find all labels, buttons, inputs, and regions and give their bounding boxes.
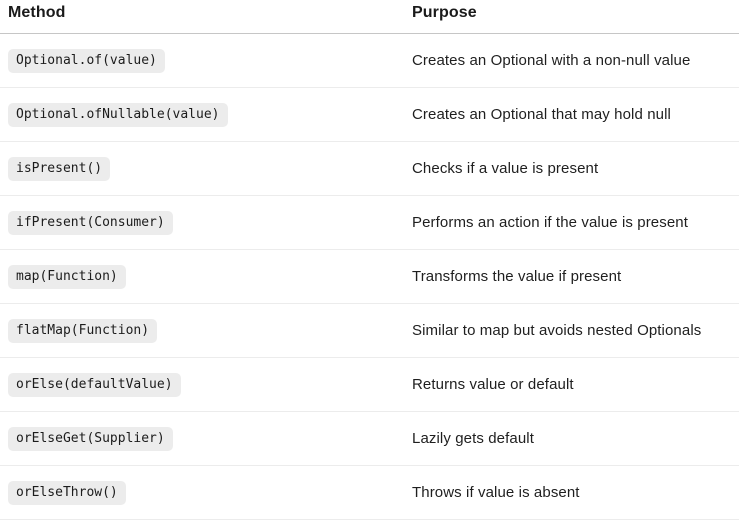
purpose-cell: Performs an action if the value is prese…: [404, 214, 739, 232]
method-cell: map(Function): [0, 264, 404, 289]
purpose-text: Throws if value is absent: [412, 483, 580, 501]
purpose-cell: Creates an Optional that may hold null: [404, 106, 739, 124]
purpose-text: Performs an action if the value is prese…: [412, 213, 689, 231]
optional-methods-table: Method Purpose Optional.of(value) Create…: [0, 0, 739, 520]
method-cell: orElse(defaultValue): [0, 372, 404, 397]
method-code-badge: orElseThrow(): [8, 480, 126, 505]
purpose-text: Creates an Optional that may hold null: [412, 105, 671, 123]
method-cell: flatMap(Function): [0, 318, 404, 343]
method-code-badge: isPresent(): [8, 156, 111, 181]
column-header-purpose: Purpose: [412, 4, 477, 21]
purpose-text: Creates an Optional with a non-null valu…: [412, 51, 691, 69]
purpose-text: Transforms the value if present: [412, 267, 622, 285]
table-row: flatMap(Function) Similar to map but avo…: [0, 304, 739, 358]
method-code-badge: Optional.ofNullable(value): [8, 102, 228, 127]
purpose-text: Checks if a value is present: [412, 159, 599, 177]
purpose-cell: Transforms the value if present: [404, 268, 739, 286]
purpose-text: Returns value or default: [412, 375, 574, 393]
table-row: orElseGet(Supplier) Lazily gets default: [0, 412, 739, 466]
method-code-badge: Optional.of(value): [8, 48, 165, 73]
table-row: map(Function) Transforms the value if pr…: [0, 250, 739, 304]
purpose-text: Similar to map but avoids nested Optiona…: [412, 321, 702, 339]
purpose-cell: Throws if value is absent: [404, 484, 739, 502]
purpose-cell: Lazily gets default: [404, 430, 739, 448]
method-cell: Optional.ofNullable(value): [0, 102, 404, 127]
table-row: Optional.of(value) Creates an Optional w…: [0, 34, 739, 88]
method-code-badge: flatMap(Function): [8, 318, 158, 343]
table-row: Optional.ofNullable(value) Creates an Op…: [0, 88, 739, 142]
purpose-text: Lazily gets default: [412, 429, 534, 447]
table-row: orElse(defaultValue) Returns value or de…: [0, 358, 739, 412]
method-code-badge: orElseGet(Supplier): [8, 426, 173, 451]
purpose-cell: Checks if a value is present: [404, 160, 739, 178]
column-header-method: Method: [8, 4, 66, 21]
method-cell: isPresent(): [0, 156, 404, 181]
table-row: ifPresent(Consumer) Performs an action i…: [0, 196, 739, 250]
method-cell: orElseGet(Supplier): [0, 426, 404, 451]
purpose-cell: Similar to map but avoids nested Optiona…: [404, 322, 739, 340]
purpose-cell: Creates an Optional with a non-null valu…: [404, 52, 739, 70]
method-cell: orElseThrow(): [0, 480, 404, 505]
method-code-badge: map(Function): [8, 264, 126, 289]
method-code-badge: orElse(defaultValue): [8, 372, 181, 397]
method-code-badge: ifPresent(Consumer): [8, 210, 173, 235]
table-row: orElseThrow() Throws if value is absent: [0, 466, 739, 520]
purpose-cell: Returns value or default: [404, 376, 739, 394]
table-header-row: Method Purpose: [0, 0, 739, 34]
method-cell: ifPresent(Consumer): [0, 210, 404, 235]
method-cell: Optional.of(value): [0, 48, 404, 73]
table-row: isPresent() Checks if a value is present: [0, 142, 739, 196]
